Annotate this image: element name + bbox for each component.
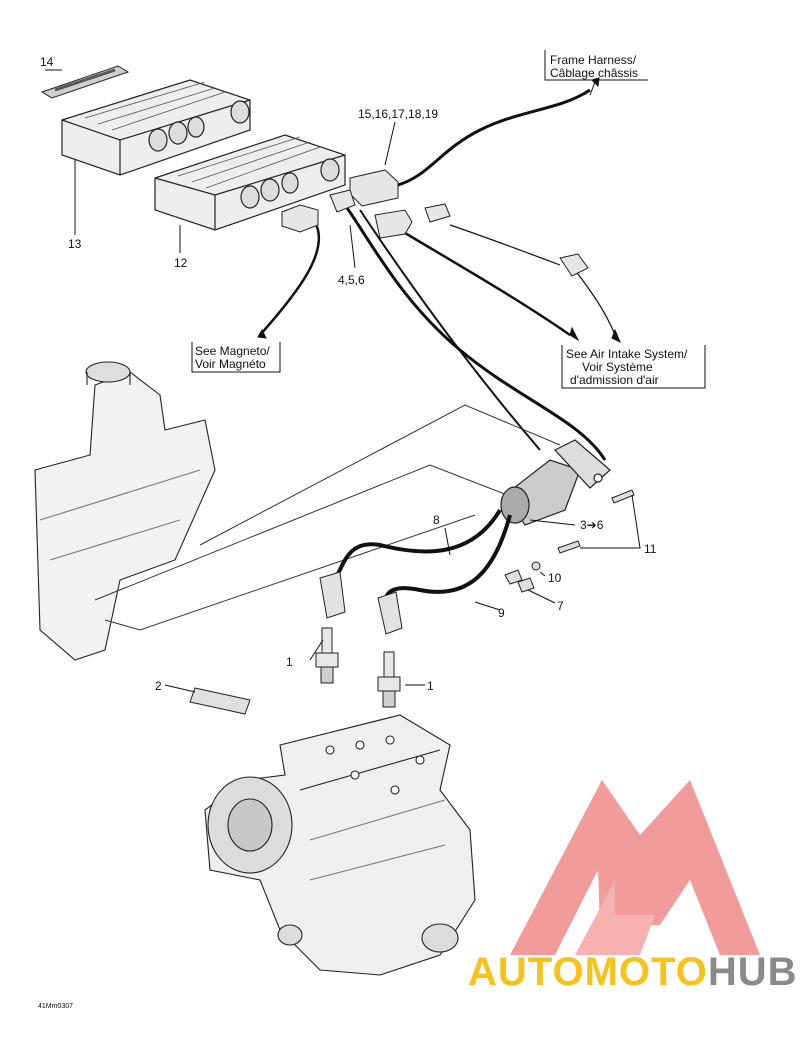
- gasket-strip-2: [189, 687, 251, 715]
- watermark-wordmark: AUTOMOTOHUB: [468, 950, 798, 994]
- bolts-11: [557, 489, 635, 554]
- ignition-coil: [500, 439, 611, 526]
- spark-plugs: [315, 627, 401, 708]
- small-parts: [504, 561, 541, 593]
- ref-frame-harness-line1: Frame Harness/: [550, 53, 637, 67]
- ref-magneto-line2: Voir Magnéto: [195, 357, 266, 371]
- watermark-logo: [510, 780, 760, 955]
- watermark-part-auto: AUTO: [468, 950, 585, 994]
- oil-tank: [34, 361, 216, 661]
- ref-air-intake-line3: d'admission d'air: [570, 373, 659, 387]
- callout-14: 14: [40, 55, 54, 69]
- callout-12: 12: [174, 256, 188, 270]
- callout-3-6: 3➔6: [580, 518, 604, 532]
- spark-plug-wires: [333, 508, 512, 606]
- callout-4-6: 4,5,6: [338, 273, 365, 287]
- logo-triangle-inner: [575, 880, 655, 955]
- watermark-text: AUTOMOTOHUB: [468, 950, 798, 994]
- ref-magneto: See Magneto/ Voir Magnéto: [191, 342, 281, 373]
- callout-15-19: 15,16,17,18,19: [358, 107, 438, 121]
- ref-frame-harness-line2: Câblage châssis: [550, 66, 638, 80]
- ref-air-intake-line1: See Air Intake System/: [566, 347, 688, 361]
- figure-code: 41Mm0307: [38, 1003, 73, 1010]
- spark-plug-caps: [319, 571, 403, 635]
- connectors: [281, 169, 589, 277]
- callout-10: 10: [548, 571, 562, 585]
- callout-numbers: 14 13 12 15,16,17,18,19 4,5,6 3➔6 8 11 1…: [38, 55, 657, 1010]
- watermark-part-hub: HUB: [708, 950, 798, 994]
- ground-plane-lines: [94, 404, 561, 631]
- callout-1-right: 1: [427, 679, 434, 693]
- wiring-harness: [259, 88, 616, 461]
- ref-air-intake: See Air Intake System/ Voir Système d'ad…: [561, 345, 706, 389]
- ref-magneto-line1: See Magneto/: [195, 344, 270, 358]
- ecu-module-13: [61, 79, 251, 176]
- callout-9: 9: [498, 606, 505, 620]
- leader-lines: [45, 69, 641, 693]
- label-plate-14: [40, 65, 130, 99]
- watermark-part-moto: MOTO: [585, 950, 708, 994]
- ecu-module-12: [154, 134, 346, 231]
- callout-13: 13: [68, 237, 82, 251]
- callout-11: 11: [644, 542, 657, 556]
- callout-2: 2: [155, 679, 162, 693]
- callout-1-left: 1: [286, 655, 293, 669]
- engine-block: [204, 714, 476, 976]
- callout-8: 8: [433, 513, 440, 527]
- ref-frame-harness: Frame Harness/ Câblage châssis: [544, 50, 648, 81]
- callout-7: 7: [557, 599, 564, 613]
- ref-air-intake-line2: Voir Système: [582, 360, 653, 374]
- logo-triangle-outer: [510, 780, 760, 955]
